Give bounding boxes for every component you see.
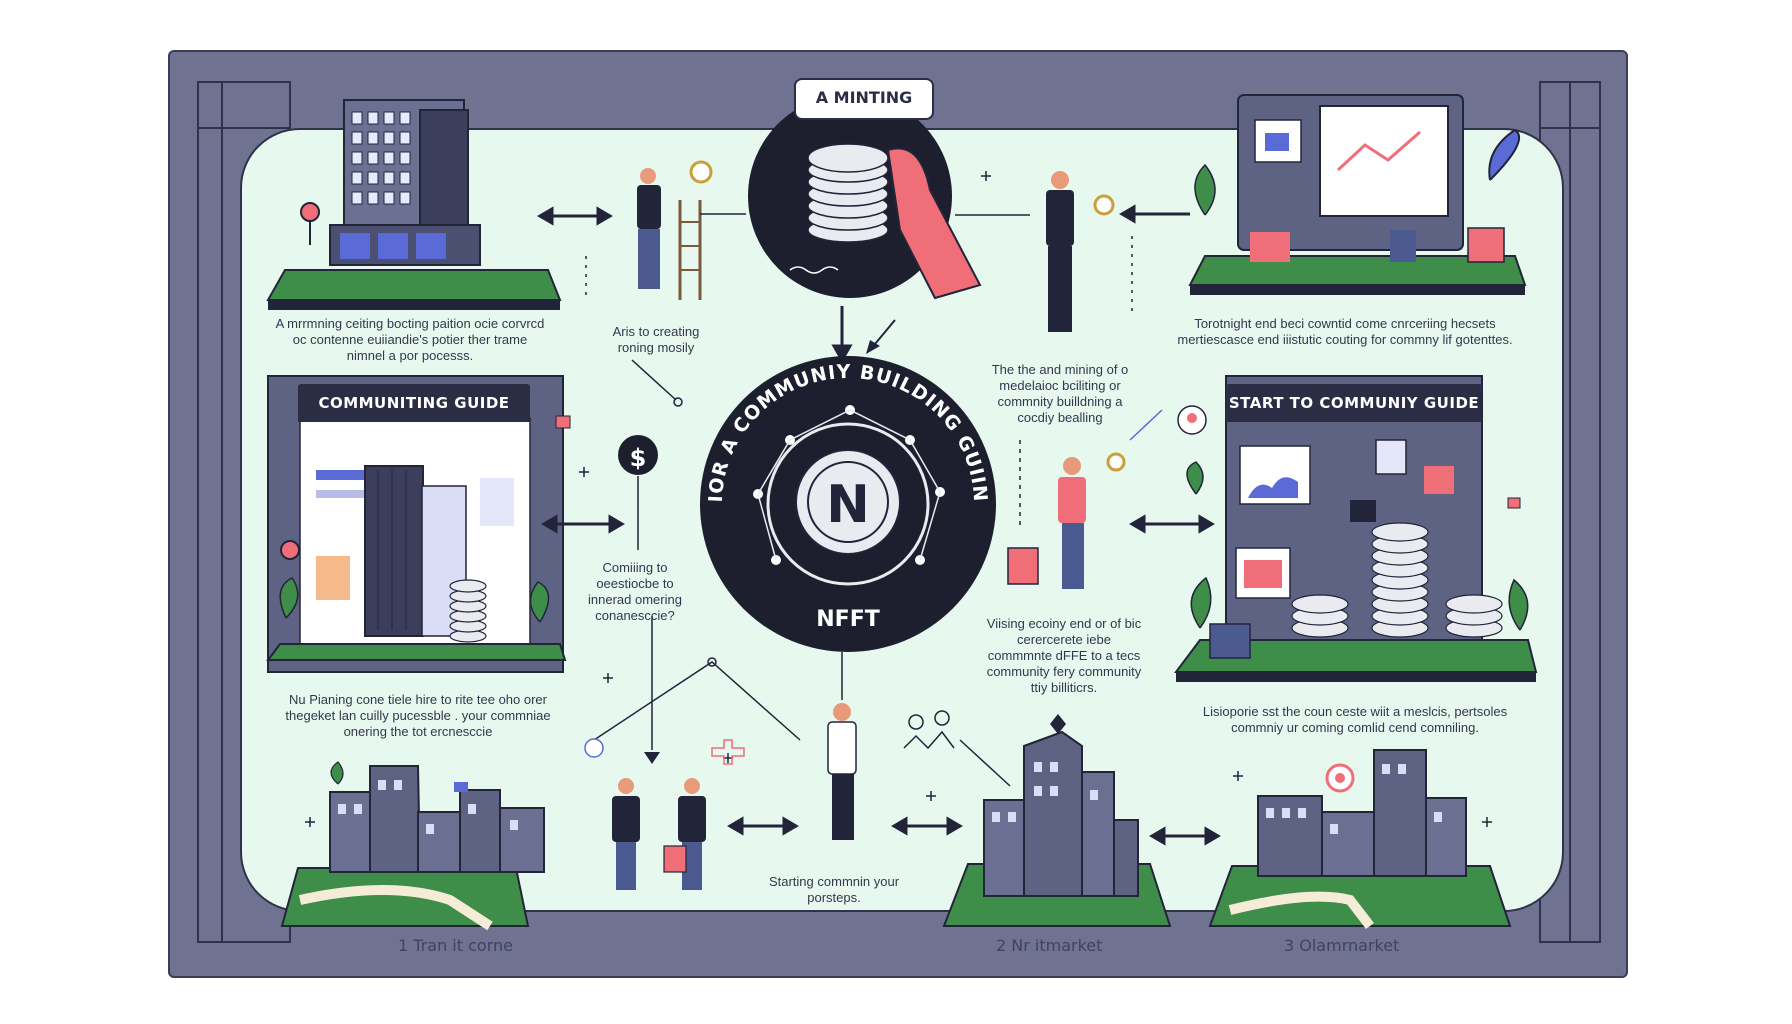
minting-coins-circle	[748, 94, 982, 300]
caption-lower-left: Nu Pianing cone tiele hire to rite tee o…	[285, 692, 551, 739]
person-ladder-illustration	[637, 160, 713, 300]
caption-top-right: Torotnight end beci cowntid come cnrceri…	[1177, 316, 1513, 347]
left-guide-panel	[266, 375, 567, 673]
person-center-illustration	[827, 703, 857, 840]
nft-center-circle: N	[700, 356, 996, 652]
footer-step-2: 2 Nr itmarket	[996, 936, 1103, 955]
caption-top-mid-left: Aris to creating roning mosily	[612, 324, 700, 355]
center-label: NFFT	[816, 607, 879, 632]
footer-step-3: 3 Olamrnarket	[1284, 936, 1400, 955]
left-guide-tab: COMMUNITING GUIDE	[298, 384, 530, 422]
caption-bottom-center: Starting commnin your porsteps.	[768, 874, 900, 905]
svg-text:TIOR A COMMUNIY BUILDING GUIIN: TIOR A COMMUNIY BUILDING GUIINE	[0, 0, 991, 503]
office-building-illustration	[266, 99, 562, 310]
dollar-icon: $	[618, 435, 658, 475]
caption-lower-mid-right: Viising ecoiny end or of bic cerercerete…	[986, 616, 1142, 695]
right-town-illustration	[1208, 749, 1512, 930]
footer-step-1: 1 Tran it corne	[398, 936, 513, 955]
caption-top-left: A mrrmning ceiting bocting paition ocie …	[275, 316, 545, 363]
caption-mid-center-right: The the and mining of o medelaioc bcilit…	[991, 362, 1129, 425]
right-guide-panel	[1174, 375, 1538, 682]
caption-mid-left: Comiiing to oeestiocbe to innerad omerin…	[588, 560, 682, 623]
two-people-illustration	[612, 778, 706, 890]
left-town-illustration	[280, 761, 545, 931]
person-coin-illustration	[955, 171, 1115, 332]
minting-badge: A MINTING	[794, 78, 934, 120]
right-guide-tab: START TO COMMUNIY GUIDE	[1226, 384, 1482, 422]
svg-text:N: N	[826, 475, 870, 535]
svg-text:$: $	[630, 444, 647, 472]
person-shopping-illustration	[1007, 452, 1126, 589]
center-town-illustration	[942, 714, 1172, 927]
center-title: TIOR A COMMUNIY BUILDING GUIINE	[0, 0, 990, 503]
caption-lower-right: Lisioporie sst the coun ceste wiit a mes…	[1202, 704, 1508, 735]
presentation-board-illustration	[1188, 94, 1527, 295]
